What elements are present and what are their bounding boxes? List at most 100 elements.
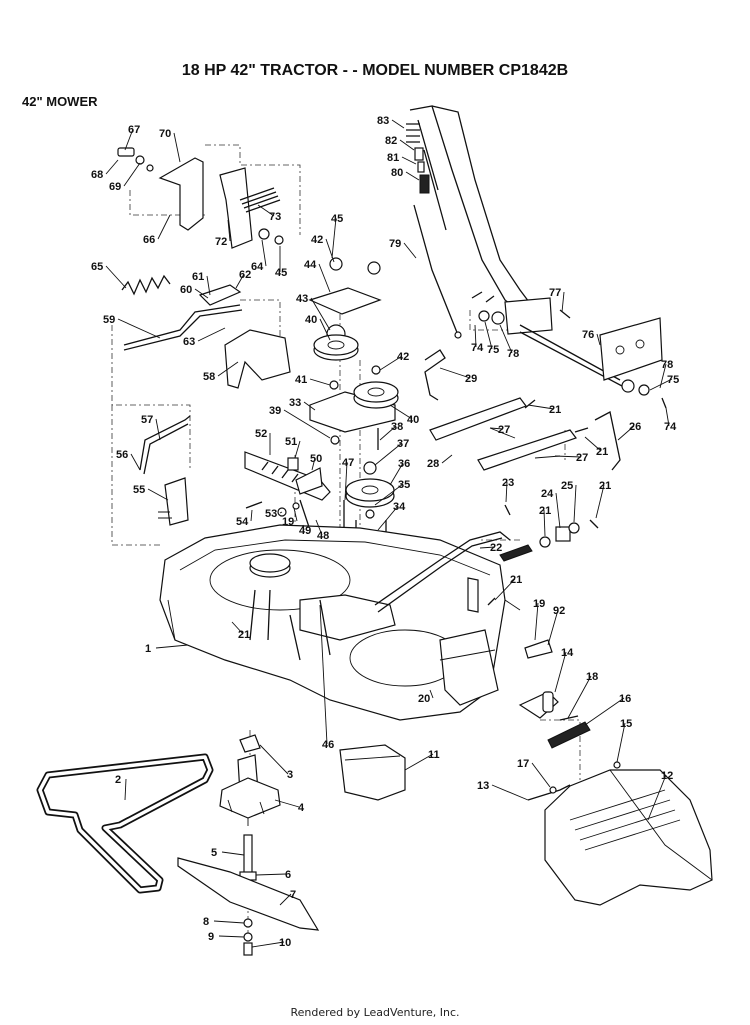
leader-line xyxy=(310,297,331,331)
leader-line xyxy=(279,893,292,906)
part-callout-18: 18 xyxy=(586,671,598,683)
leader-line xyxy=(374,442,403,466)
leader-line xyxy=(294,440,301,459)
part-callout-81: 81 xyxy=(387,152,399,164)
washer xyxy=(135,155,145,165)
part-callout-59: 59 xyxy=(103,314,115,326)
leader-line xyxy=(491,784,529,801)
part-callout-61: 61 xyxy=(192,271,204,283)
leader-line xyxy=(404,753,434,771)
leader-line xyxy=(257,204,275,217)
part-callout-39: 39 xyxy=(269,405,281,417)
part-callout-76: 76 xyxy=(582,329,594,341)
leader-line xyxy=(474,324,477,348)
chute-assembly xyxy=(518,639,713,906)
pin-81 xyxy=(417,161,425,173)
bushing-78-right xyxy=(621,379,635,393)
lift-lever-assembly xyxy=(406,105,667,409)
leader-line xyxy=(547,609,559,646)
part-callout-40: 40 xyxy=(407,414,419,426)
bracket-24 xyxy=(555,526,571,542)
part-callout-8: 8 xyxy=(203,916,209,928)
part-callout-53: 53 xyxy=(265,508,277,520)
part-callout-14: 14 xyxy=(561,647,574,659)
idler-arm-assembly xyxy=(244,451,331,531)
leader-line xyxy=(117,318,161,339)
leader-line xyxy=(318,263,331,293)
leader-line xyxy=(261,239,267,267)
leader-line xyxy=(213,920,245,924)
leader-line xyxy=(534,602,539,641)
hanger-link xyxy=(198,284,242,306)
washer-9 xyxy=(243,932,253,942)
leader-line xyxy=(293,507,298,522)
part-callout-46: 46 xyxy=(322,739,334,751)
leader-line xyxy=(250,509,253,522)
part-callout-3: 3 xyxy=(287,769,293,781)
leader-line xyxy=(389,404,413,420)
spring-16 xyxy=(547,721,591,749)
part-callout-75: 75 xyxy=(667,374,679,386)
part-callout-17: 17 xyxy=(517,758,529,770)
part-callout-49: 49 xyxy=(299,525,311,537)
part-callout-75: 75 xyxy=(487,344,499,356)
part-callout-4: 4 xyxy=(298,802,305,814)
part-callout-52: 52 xyxy=(255,428,267,440)
part-callout-19: 19 xyxy=(282,516,294,528)
mower-blade xyxy=(177,857,320,931)
leader-line xyxy=(555,492,561,529)
part-callout-13: 13 xyxy=(477,780,489,792)
part-callout-21: 21 xyxy=(510,574,522,586)
nut-45 xyxy=(274,235,284,245)
part-callout-11: 11 xyxy=(428,749,440,761)
washer-23 xyxy=(539,536,551,548)
discharge-chute xyxy=(544,769,713,906)
drive-belt xyxy=(36,753,214,894)
page-title: 18 HP 42" TRACTOR - - MODEL NUMBER CP184… xyxy=(181,62,569,79)
part-callout-45: 45 xyxy=(275,267,287,279)
leader-line xyxy=(173,132,181,163)
clip-21 xyxy=(524,399,536,409)
leader-line xyxy=(489,427,504,430)
part-callout-65: 65 xyxy=(91,261,103,273)
lift-rod-22 xyxy=(374,531,511,606)
link-27-upper xyxy=(429,397,527,441)
leader-line xyxy=(331,217,337,259)
footer-credit: Rendered by LeadVenture, Inc. xyxy=(290,1006,460,1019)
leader-line xyxy=(554,651,567,693)
part-callout-42: 42 xyxy=(397,351,409,363)
part-callout-25: 25 xyxy=(561,480,573,492)
leader-line xyxy=(389,462,404,486)
lift-lever-tube xyxy=(409,105,531,321)
part-callout-80: 80 xyxy=(391,167,403,179)
rod-13 xyxy=(527,784,571,801)
part-callout-82: 82 xyxy=(385,135,397,147)
part-callout-74: 74 xyxy=(471,342,484,354)
leader-line xyxy=(527,404,555,410)
link-27-lower xyxy=(477,429,577,471)
part-callout-69: 69 xyxy=(109,181,121,193)
leader-line xyxy=(221,851,245,856)
part-callout-36: 36 xyxy=(398,458,410,470)
part-callout-56: 56 xyxy=(116,449,128,461)
leader-line xyxy=(616,722,626,763)
part-callout-27: 27 xyxy=(576,452,588,464)
hanger-rod xyxy=(123,304,241,346)
part-callout-37: 37 xyxy=(397,438,409,450)
part-callout-5: 5 xyxy=(211,847,217,859)
leader-line xyxy=(155,644,189,649)
leader-line xyxy=(157,214,171,240)
part-callout-57: 57 xyxy=(141,414,153,426)
part-callout-51: 51 xyxy=(285,436,297,448)
pulley-assembly xyxy=(308,257,399,555)
leader-line xyxy=(311,457,316,471)
part-callout-24: 24 xyxy=(541,488,554,500)
leader-line xyxy=(319,318,331,341)
leader-line xyxy=(319,604,328,745)
leader-line xyxy=(441,454,453,464)
leader-line xyxy=(494,578,516,601)
spindle-flange xyxy=(219,777,281,819)
leader-line xyxy=(302,524,305,531)
leader-line xyxy=(194,288,209,299)
